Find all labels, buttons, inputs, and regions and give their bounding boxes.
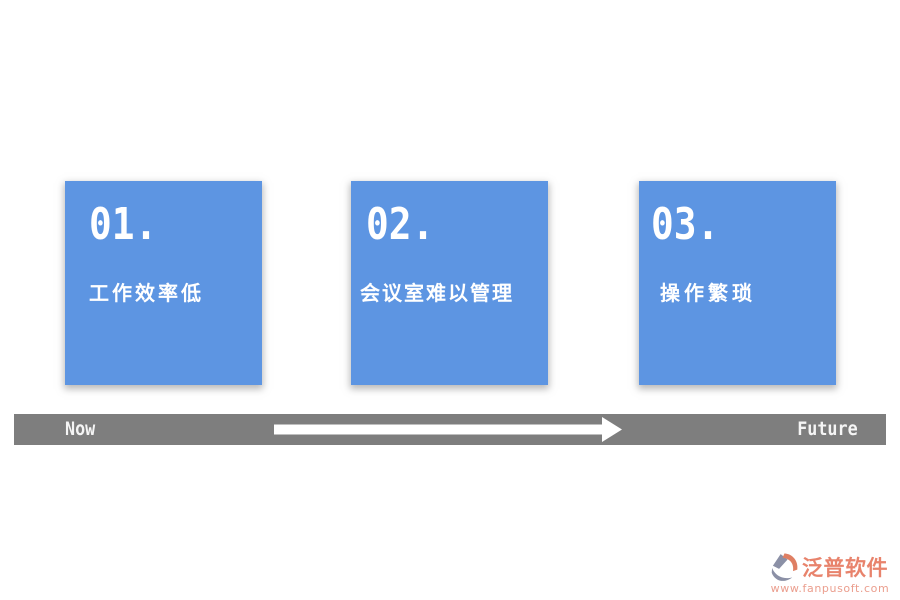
problem-card-2: 02. 会议室难以管理 [351,181,548,385]
problem-card-3: 03. 操作繁琐 [639,181,836,385]
card-number: 02. [366,199,435,250]
brand-logo-row: 泛普软件 [769,551,891,582]
card-number: 01. [89,199,158,250]
fanpu-logo-icon [771,553,798,581]
card-label: 工作效率低 [89,281,204,305]
timeline-start-label: Now [65,418,96,440]
card-label: 会议室难以管理 [360,281,514,305]
problem-card-1: 01. 工作效率低 [65,181,262,385]
timeline-bar: Now Future [14,414,886,445]
brand-logo: 泛普软件 www.fanpusoft.com [769,551,891,595]
brand-website: www.fanpusoft.com [770,582,890,595]
brand-name: 泛普软件 [802,555,888,580]
card-number: 03. [651,199,720,250]
right-arrow-icon [274,417,622,442]
timeline-end-label: Future [797,418,858,440]
card-label: 操作繁琐 [660,281,756,305]
